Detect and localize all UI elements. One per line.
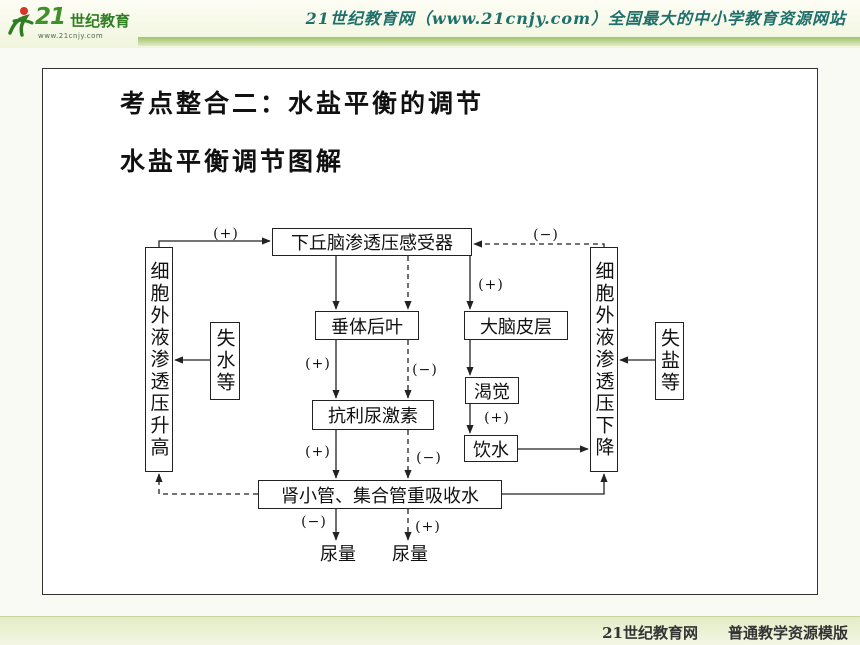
arrow-kidney-to-ecf-low <box>502 473 608 495</box>
sign-adh-to-kidney-solid: (+) <box>305 444 331 460</box>
sign-ecf-high-to-hypothalamus: (+) <box>213 226 239 242</box>
node-salt-loss-label: 失盐等 <box>658 328 680 394</box>
logo-url: www.21cnjy.com <box>38 32 104 40</box>
site-banner: 21世纪教育网（www.21cnjy.com）全国最大的中小学教育资源网站 <box>305 9 846 28</box>
arrow-ecf-high-to-hypothalamus <box>158 237 271 247</box>
node-hypothalamus-osmoreceptor: 下丘脑渗透压感受器 <box>272 228 472 256</box>
logo-mark: 21 <box>35 4 66 30</box>
slide-title: 考点整合二：水盐平衡的调节 <box>120 89 485 118</box>
node-antidiuretic-hormone: 抗利尿激素 <box>312 400 434 430</box>
node-cerebral-cortex: 大脑皮层 <box>464 311 568 340</box>
node-ecf-osmolality-low: 细胞外液渗透压下降 <box>590 247 618 472</box>
node-ecf-osmolality-low-label: 细胞外液渗透压下降 <box>592 260 615 459</box>
sign-thirst-to-drink: (+) <box>484 410 510 426</box>
node-posterior-pituitary: 垂体后叶 <box>315 311 419 340</box>
arrow-kidney-to-ecf-high <box>155 473 258 495</box>
footer-template: 普通教学资源模版 <box>727 624 848 642</box>
sign-pituitary-to-adh-dashed: (−) <box>412 362 438 378</box>
label-urine-volume-solid: 尿量 <box>320 544 356 565</box>
sign-kidney-to-urine-dashed: (+) <box>415 519 441 535</box>
sign-pituitary-to-adh-solid: (+) <box>305 356 331 372</box>
template-header: 21 世纪教育 www.21cnjy.com 21世纪教育网（www.21cnj… <box>0 0 860 48</box>
arrow-ecf-low-to-hypothalamus <box>473 240 605 248</box>
logo-name: 世纪教育 <box>70 12 131 30</box>
node-ecf-osmolality-high-label: 细胞外液渗透压升高 <box>147 260 170 459</box>
site-logo[interactable]: 21 世纪教育 www.21cnjy.com <box>4 2 140 42</box>
node-ecf-osmolality-high: 细胞外液渗透压升高 <box>145 247 173 472</box>
node-thirst: 渴觉 <box>465 377 519 404</box>
footer-site: 21世纪教育网 <box>602 624 698 642</box>
sign-adh-to-kidney-dashed: (−) <box>416 450 442 466</box>
logo-figure-icon <box>8 7 34 37</box>
header-band <box>138 37 860 46</box>
footer-text: 21世纪教育网 普通教学资源模版 <box>602 622 848 643</box>
template-footer: 21世纪教育网 普通教学资源模版 <box>0 616 860 645</box>
slide-subtitle: 水盐平衡调节图解 <box>120 147 345 176</box>
sign-kidney-to-urine-solid: (−) <box>301 514 327 530</box>
node-kidney-reabsorption: 肾小管、集合管重吸收水 <box>258 480 502 509</box>
node-salt-loss: 失盐等 <box>655 322 684 400</box>
node-water-loss: 失水等 <box>210 322 240 400</box>
sign-ecf-low-to-hypothalamus: (−) <box>533 227 559 243</box>
sign-hypothalamus-to-cortex: (+) <box>478 277 504 293</box>
node-water-loss-label: 失水等 <box>213 328 236 394</box>
node-drink-water: 饮水 <box>464 435 518 462</box>
label-urine-volume-dashed: 尿量 <box>392 544 428 565</box>
